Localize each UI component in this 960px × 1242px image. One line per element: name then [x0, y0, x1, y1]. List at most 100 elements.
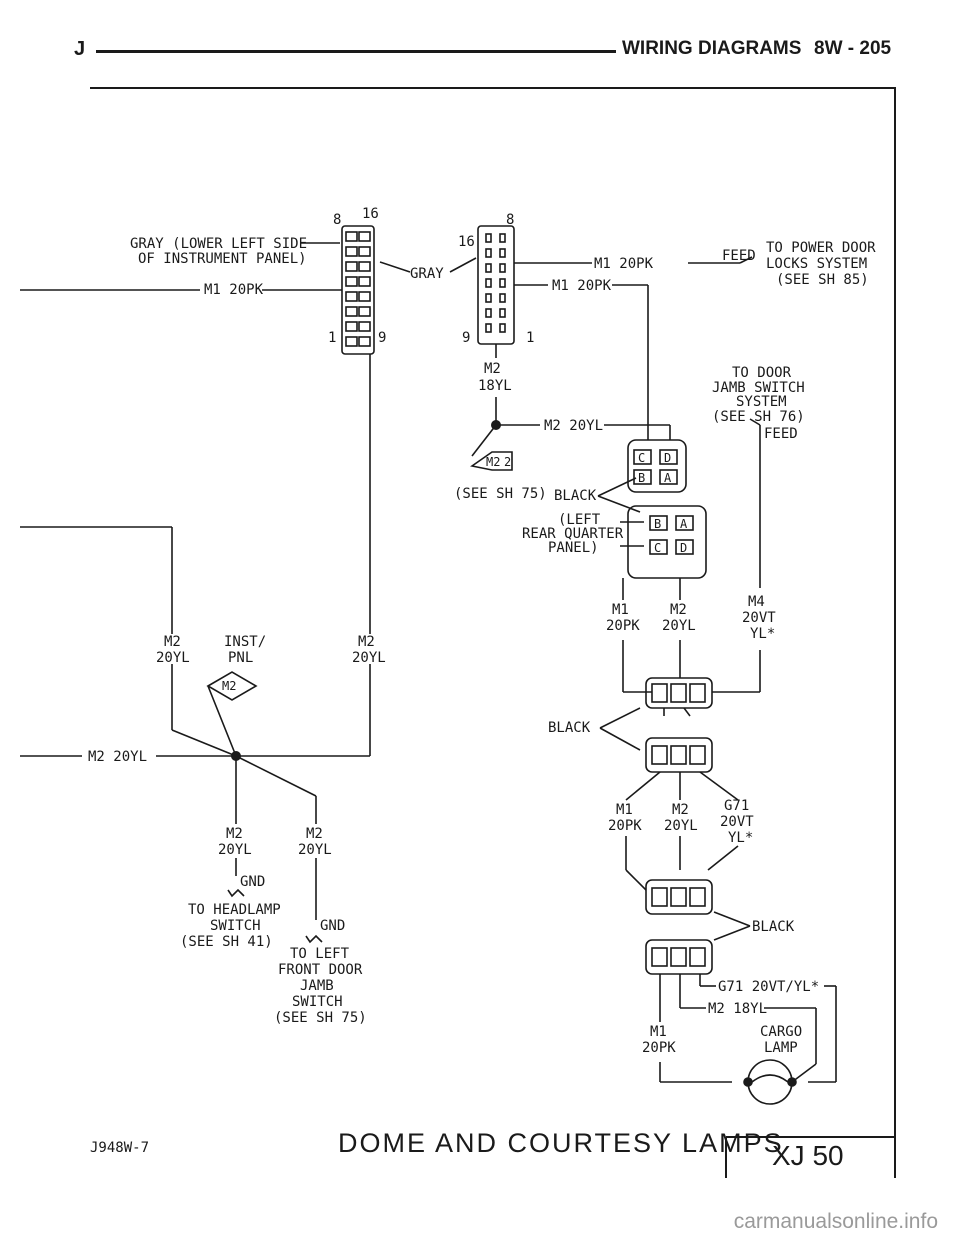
gray-leader-right	[379, 261, 411, 273]
label-door-jamb-3: SYSTEM	[736, 394, 787, 410]
label-gnd-m2b-b: 20YL	[298, 842, 332, 858]
label-m1-mid-b: 20PK	[606, 618, 640, 634]
gnd-symbol-1	[227, 888, 245, 898]
label-door-jamb-4: (SEE SH 76)	[712, 409, 805, 425]
header-title: WIRING DIAGRAMS	[622, 38, 802, 59]
label-g71-c: YL*	[728, 830, 753, 846]
connector-cdba-upper	[627, 439, 687, 493]
feed-hook-right	[749, 418, 761, 426]
label-left-m2-a: M2	[164, 634, 181, 650]
label-headlamp-2: SWITCH	[210, 918, 261, 934]
connector-3pin-a	[645, 677, 713, 709]
label-left-door-1: TO LEFT	[290, 946, 350, 962]
label-m2-low-a: M2	[672, 802, 689, 818]
label-m1-top: M1 20PK	[594, 256, 654, 272]
cavity-lower-a: A	[680, 517, 688, 531]
footer-code: J948W-7	[90, 1140, 150, 1156]
header-letter: J	[74, 38, 86, 60]
watermark: carmanualsonline.info	[733, 1210, 938, 1233]
label-m1-left: M1 20PK	[204, 282, 264, 298]
label-m2-mid-b: 20YL	[662, 618, 696, 634]
splice-leader	[207, 685, 237, 757]
connector-3pin-d	[645, 939, 713, 975]
pin-mid-16: 16	[458, 234, 475, 250]
label-m2-18yl-b: 18YL	[478, 378, 512, 394]
pin-left-1: 1	[328, 330, 336, 346]
black-leader-1b	[597, 495, 641, 513]
wire-m2-18yl-end	[791, 1063, 817, 1083]
gnd-symbol-2	[305, 934, 323, 944]
label-left-door-4: SWITCH	[292, 994, 343, 1010]
label-m4-c: YL*	[750, 626, 775, 642]
header-rule	[96, 50, 616, 53]
cargo-lamp	[747, 1059, 793, 1105]
pin-left-16: 16	[362, 206, 379, 222]
connector-3pin-c	[645, 879, 713, 915]
label-splice-2: 2	[504, 455, 511, 469]
label-cargo-a: CARGO	[760, 1024, 802, 1040]
label-m1-low-a: M1	[616, 802, 633, 818]
pin-left-8: 8	[333, 212, 341, 228]
wire-g71-b	[707, 845, 739, 871]
label-left-door-2: FRONT DOOR	[278, 962, 363, 978]
label-m4-b: 20VT	[742, 610, 776, 626]
label-m2-18yl-low: M2 18YL	[708, 1001, 767, 1017]
cavity-lower-c: C	[654, 541, 661, 555]
connector-mate	[477, 225, 515, 345]
label-power-door-2: LOCKS SYSTEM	[766, 256, 867, 272]
label-m2-mid-a: M2	[670, 602, 687, 618]
cavity-upper-d: D	[664, 451, 671, 465]
label-black-1: BLACK	[554, 488, 597, 504]
label-inst-b: PNL	[228, 650, 253, 666]
black-leader-1	[597, 477, 637, 497]
connector-inst-panel-cavities	[345, 231, 371, 347]
label-m4-a: M4	[748, 594, 765, 610]
cavity-upper-c: C	[638, 451, 645, 465]
label-m1-cargo-b: 20PK	[642, 1040, 676, 1056]
cavity-lower-d: D	[680, 541, 687, 555]
label-door-jamb-1: TO DOOR	[732, 365, 792, 381]
label-m1-low-b: 20PK	[608, 818, 642, 834]
label-gnd-1: GND	[240, 874, 265, 890]
pin-left-9: 9	[378, 330, 386, 346]
label-left-rear-3: PANEL)	[548, 540, 599, 556]
label-headlamp-3: (SEE SH 41)	[180, 934, 273, 950]
diamond-inst	[206, 671, 258, 701]
label-g71-a: G71	[724, 798, 749, 814]
label-gray-right: GRAY	[410, 266, 444, 282]
label-m2-20yl-left: M2 20YL	[88, 749, 147, 765]
label-gray-lower-left-1: GRAY (LOWER LEFT SIDE	[130, 236, 307, 252]
label-m1-second: M1 20PK	[552, 278, 612, 294]
connector-inst-panel	[341, 225, 375, 355]
label-m1-cargo-a: M1	[650, 1024, 667, 1040]
footer-model: XJ 50	[772, 1140, 844, 1171]
pin-mid-8: 8	[506, 212, 514, 228]
label-m2-low-b: 20YL	[664, 818, 698, 834]
label-gnd-2: GND	[320, 918, 345, 934]
feed-hook-top	[739, 256, 753, 264]
label-power-door-3: (SEE SH 85)	[776, 272, 869, 288]
cavity-upper-b: B	[638, 471, 645, 485]
label-left-m2-b: 20YL	[156, 650, 190, 666]
cavity-lower-b: B	[654, 517, 661, 531]
cavity-upper-a: A	[664, 471, 672, 485]
label-right-m2-b: 20YL	[352, 650, 386, 666]
header-page: 8W - 205	[814, 38, 892, 59]
label-black-3: BLACK	[752, 919, 795, 935]
label-feed-right: FEED	[764, 426, 798, 442]
pin-mid-9: 9	[462, 330, 470, 346]
page-frame	[90, 87, 896, 1178]
black-leader-2a	[599, 707, 641, 729]
label-left-rear-2: REAR QUARTER	[522, 526, 624, 542]
label-cargo-b: LAMP	[764, 1040, 798, 1056]
black-leader-3a	[713, 911, 751, 927]
wire-m1-low	[625, 771, 661, 801]
wire-gnd-b	[235, 755, 317, 797]
connector-3pin-b	[645, 737, 713, 773]
label-m2-20yl-splice: M2 20YL	[544, 418, 603, 434]
wire-left-diag	[171, 729, 237, 757]
label-g71-b: 20VT	[720, 814, 754, 830]
label-see-sh-75-a: (SEE SH 75)	[454, 486, 547, 502]
label-left-door-5: (SEE SH 75)	[274, 1010, 367, 1026]
